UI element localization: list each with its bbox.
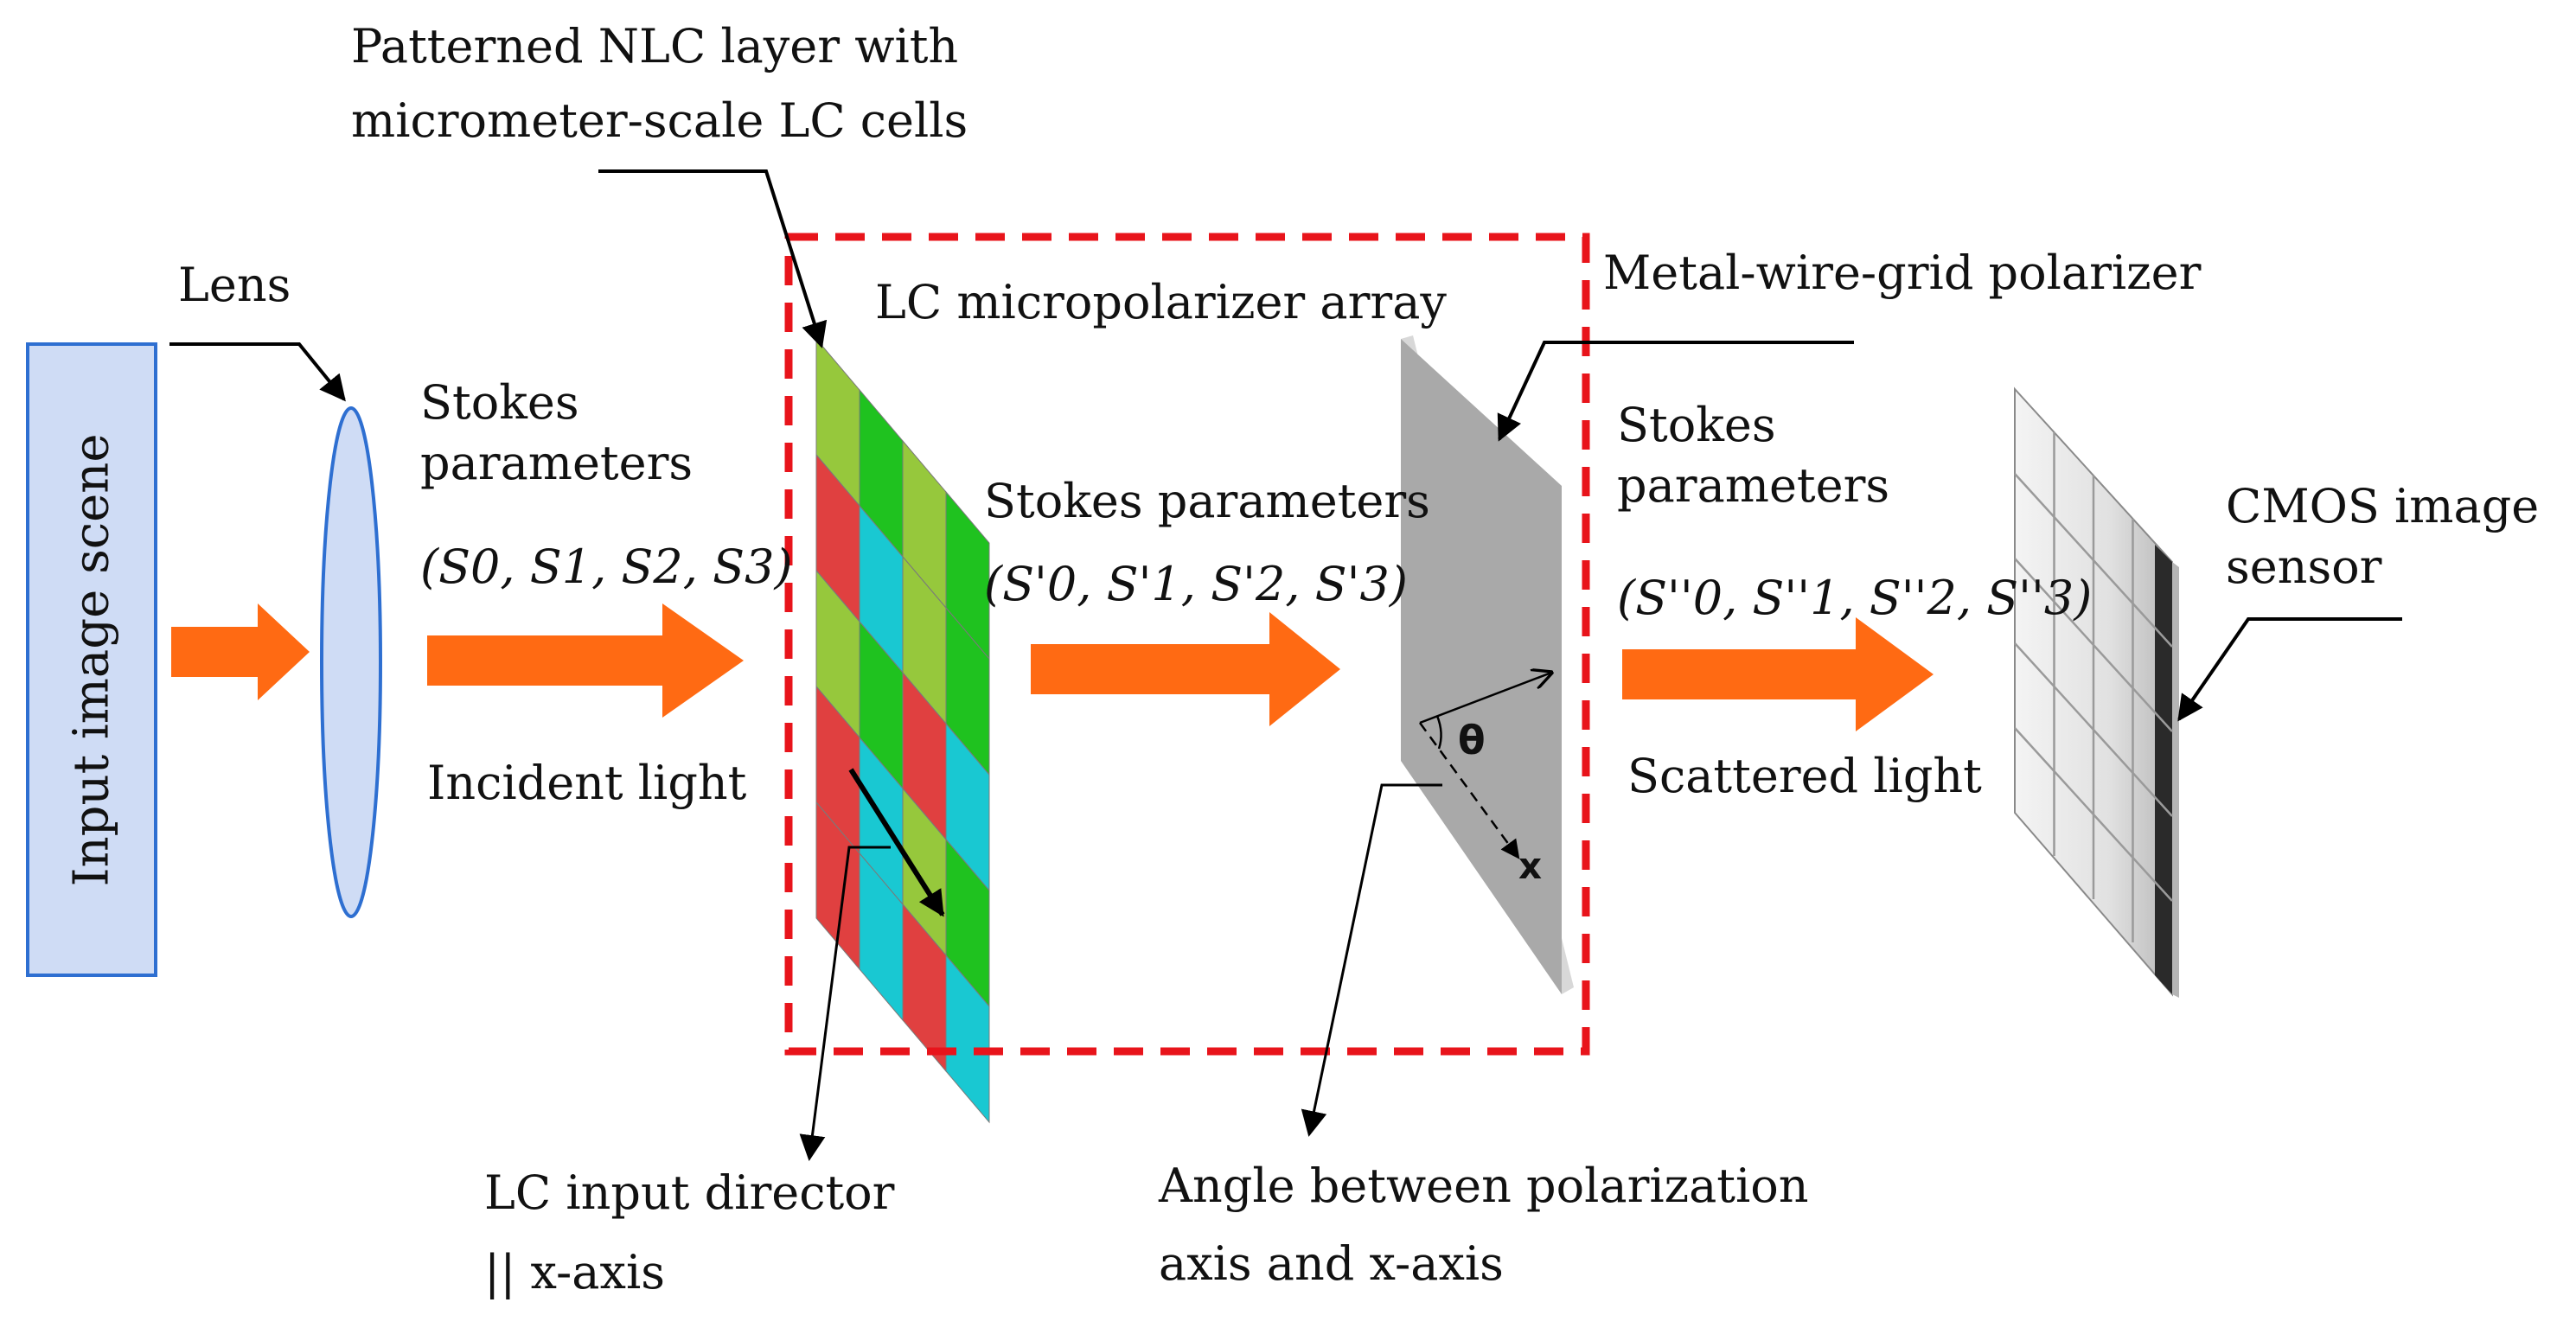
director-pointer	[799, 846, 891, 1161]
cmos-grid-line	[2014, 558, 2173, 732]
stokes1-values: (S0, S1, S2, S3)	[420, 540, 793, 594]
arrow-middle	[1031, 612, 1340, 726]
lens-pointer	[169, 342, 346, 402]
angle-label-line2: axis and x-axis	[1159, 1236, 1504, 1291]
theta-label: θ	[1458, 717, 1486, 763]
arrow-incident	[427, 603, 744, 718]
stokes2-label: Stokes parameters	[984, 474, 1430, 528]
wire-grid-label: Metal-wire-grid polarizer	[1603, 246, 2202, 300]
director-label-line2: || x-axis	[484, 1245, 665, 1299]
cmos-grid-line	[2014, 727, 2173, 902]
lc-array-label: LC micropolarizer array	[875, 275, 1447, 329]
polarization-axis-line	[1419, 673, 1551, 725]
input-scene-label: Input image scene	[63, 432, 120, 887]
wire-grid-pointer	[1497, 341, 1854, 442]
cmos-label-line1: CMOS image	[2226, 479, 2540, 533]
nlc-label-line2: micrometer-scale LC cells	[351, 93, 968, 148]
incident-light-label: Incident light	[427, 756, 747, 810]
stokes2-values: (S'0, S'1, S'2, S'3)	[984, 557, 1408, 611]
nlc-pointer	[598, 169, 828, 348]
angle-label-line1: Angle between polarization	[1159, 1159, 1809, 1213]
lc-micropolarizer-box	[784, 233, 1590, 1056]
stokes1-label-line1: Stokes	[420, 375, 579, 430]
lens-ellipse	[320, 406, 382, 918]
lc-cell-grid	[815, 337, 990, 1124]
cmos-grid-line	[2014, 642, 2173, 817]
lc-cell	[945, 954, 990, 1124]
cmos-grid-line	[2014, 473, 2173, 648]
arrow-scattered	[1622, 617, 1934, 731]
director-label-line1: LC input director	[484, 1165, 895, 1220]
x-axis-label: x	[1518, 845, 1543, 887]
stokes1-label-line2: parameters	[420, 436, 694, 490]
stokes3-label-line1: Stokes	[1617, 398, 1776, 452]
nlc-label-line1: Patterned NLC layer with	[351, 19, 959, 73]
polarizer-plate	[1401, 339, 1562, 994]
director-arrow	[848, 768, 945, 917]
stokes3-label-line2: parameters	[1617, 458, 1890, 513]
arrow-input	[171, 603, 310, 700]
stokes3-values: (S''0, S''1, S''2, S''3)	[1617, 571, 2093, 625]
input-scene-label-box: Input image scene	[28, 344, 156, 975]
lens-label: Lens	[178, 258, 291, 312]
x-axis-dashed-line	[1418, 722, 1520, 859]
angle-pointer	[1301, 783, 1442, 1137]
cmos-pointer	[2177, 617, 2402, 722]
input-scene-box	[26, 342, 157, 977]
cmos-sensor	[2014, 386, 2179, 998]
scattered-light-label: Scattered light	[1627, 749, 1982, 803]
theta-arc	[1435, 715, 1442, 750]
cmos-label-line2: sensor	[2226, 540, 2382, 594]
